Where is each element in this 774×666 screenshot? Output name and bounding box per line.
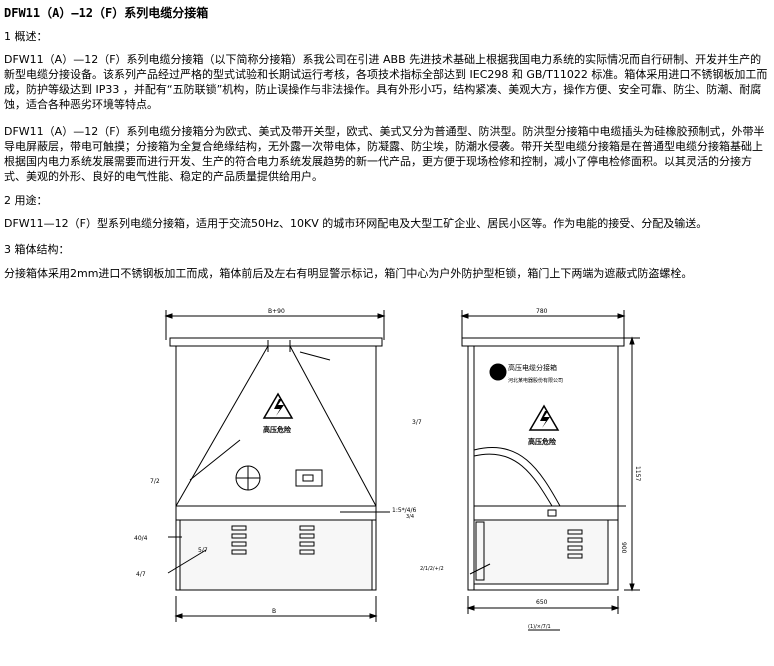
front-warning-label: 高压危险 bbox=[263, 425, 292, 434]
section-1-heading: 1 概述： bbox=[4, 30, 48, 43]
side-dim-height: 1157 bbox=[634, 466, 641, 481]
section-3-paragraph-1: 分接箱体采用2mm进口不锈钢板加工而成，箱体前后及左右有明显警示标记，箱门中心为… bbox=[4, 267, 693, 280]
front-label-3: 4/7 bbox=[136, 571, 146, 578]
front-warning-triangle-icon bbox=[262, 392, 294, 419]
side-warning-triangle-icon bbox=[528, 404, 560, 431]
side-label-1: 3/4 bbox=[406, 514, 414, 520]
front-label-4: 5/7 bbox=[198, 547, 208, 554]
front-dim-bottom: B bbox=[272, 608, 276, 615]
front-label-5: 3/7 bbox=[412, 419, 422, 426]
side-dim-top: 780 bbox=[536, 308, 548, 315]
side-label-2: 2/1/2/+/2 bbox=[420, 566, 444, 572]
side-caption: (1)/×/7/1 bbox=[528, 624, 551, 630]
side-dim-lower: 900 bbox=[620, 542, 627, 554]
side-warning-label: 高压危险 bbox=[528, 437, 557, 446]
section-1-paragraph-2: DFW11（A）—12（F）系列电缆分接箱分为欧式、美式及带开关型，欧式、美式又… bbox=[4, 125, 765, 183]
side-dim-bottom: 650 bbox=[536, 599, 548, 606]
side-vent-slots bbox=[567, 529, 583, 559]
front-view bbox=[164, 310, 390, 622]
section-3-heading: 3 箱体结构： bbox=[4, 243, 70, 256]
front-label-2: 40/4 bbox=[134, 535, 148, 542]
side-view bbox=[460, 310, 640, 631]
section-2-paragraph-1: DFW11—12（F）型系列电缆分接箱，适用于交流50Hz、10KV 的城市环网… bbox=[4, 217, 708, 230]
side-company-name: 河北某电器股份有限公司 bbox=[508, 377, 563, 384]
section-2-heading: 2 用途： bbox=[4, 194, 48, 207]
front-vent-slots bbox=[231, 525, 315, 555]
section-1-paragraph-1: DFW11（A）—12（F）系列电缆分接箱（以下简称分接箱）系我公司在引进 AB… bbox=[4, 53, 768, 111]
brand-logo-icon bbox=[489, 363, 507, 381]
side-brand-name: 高压电缆分接箱 bbox=[508, 363, 557, 372]
document-title: DFW11（A）—12（F）系列电缆分接箱 bbox=[4, 6, 209, 20]
front-label-1: 7/2 bbox=[150, 478, 160, 485]
front-label-6: 1:5*/4/6 bbox=[392, 507, 417, 514]
front-dim-top: B+90 bbox=[268, 308, 285, 315]
